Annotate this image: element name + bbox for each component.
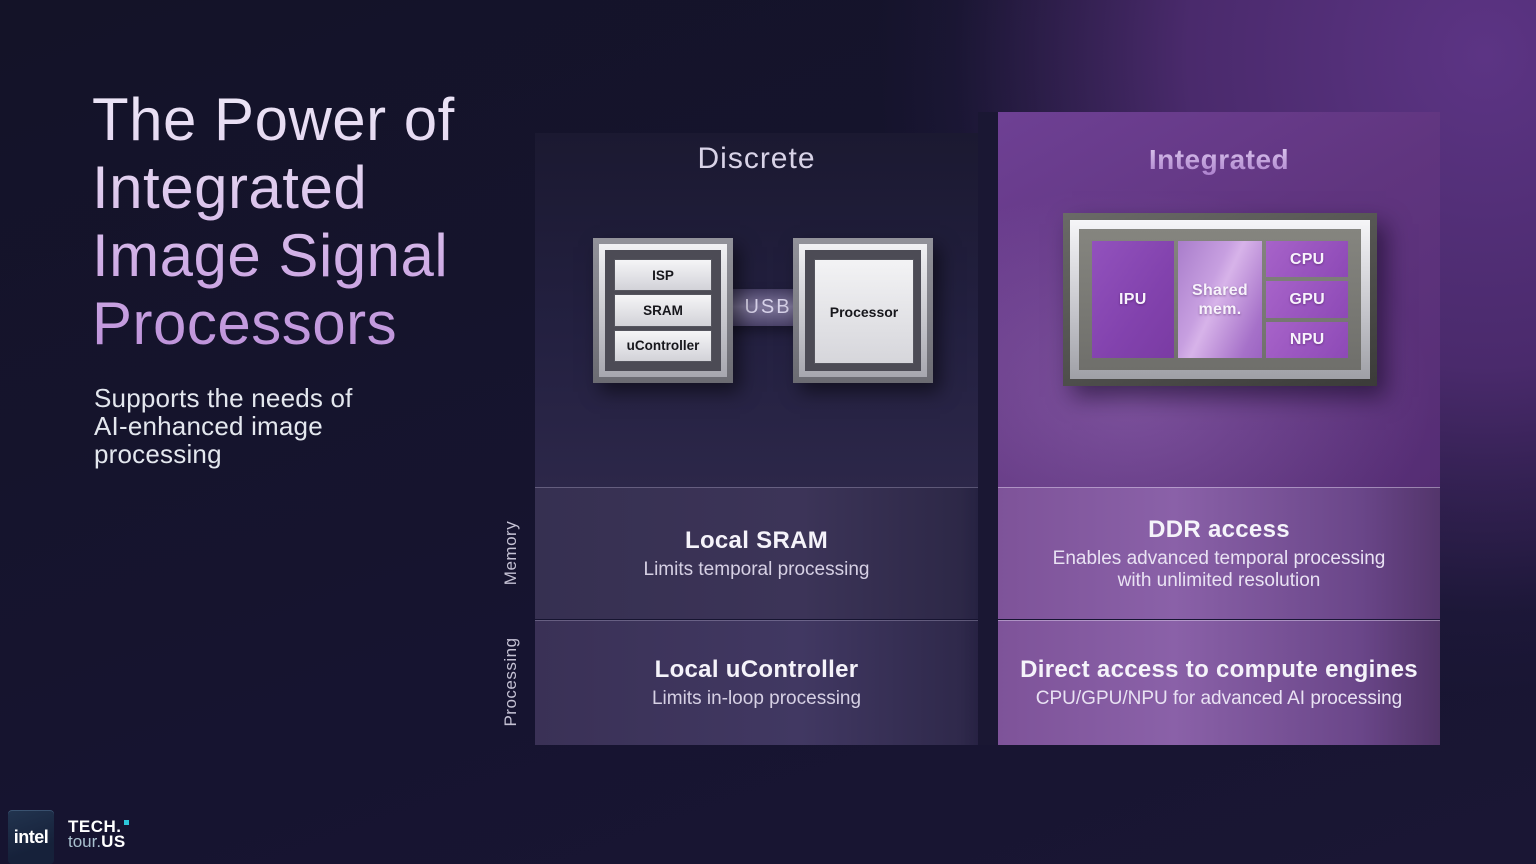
- integrated-processing-title: Direct access to compute engines: [1020, 656, 1418, 683]
- integrated-processing-subtitle: CPU/GPU/NPU for advanced AI processing: [1035, 688, 1403, 709]
- integrated-soc-chip: IPU Shared mem. CPU GPU NPU: [1063, 213, 1377, 386]
- us-text: US: [101, 832, 126, 851]
- subtitle-line-2: AI-enhanced image: [94, 411, 323, 441]
- discrete-processing-subtitle: Limits in-loop processing: [651, 688, 862, 709]
- sram-block: SRAM: [614, 294, 712, 327]
- processor-block: Processor: [814, 259, 914, 364]
- tech-tour-logo: TECH. tour.US: [68, 818, 129, 851]
- shared-mem-line-2: mem.: [1198, 300, 1242, 318]
- discrete-memory-title: Local SRAM: [684, 526, 828, 554]
- chip-inner-frame: Processor: [805, 250, 921, 371]
- discrete-processor-chip: Processor: [793, 238, 933, 383]
- integrated-memory-subtitle-line-1: Enables advanced temporal processing: [1052, 547, 1386, 569]
- intel-logo: intel: [8, 810, 54, 864]
- integrated-heading: Integrated: [998, 144, 1440, 176]
- tech-tour-line-2: tour.US: [68, 832, 129, 851]
- column-divider: [978, 112, 998, 745]
- isp-die: ISP SRAM uController: [614, 259, 712, 362]
- teal-pixel-icon: [123, 820, 129, 825]
- discrete-memory-cell: Local SRAM Limits temporal processing: [535, 487, 978, 619]
- chip-silver-frame: IPU Shared mem. CPU GPU NPU: [1070, 220, 1370, 379]
- row-label-memory: Memory: [501, 520, 520, 586]
- chip-silver-frame: ISP SRAM uController: [599, 244, 727, 377]
- chip-silver-frame: Processor: [799, 244, 927, 377]
- title-line-3: Image Signal: [92, 222, 449, 289]
- npu-block: NPU: [1266, 321, 1348, 358]
- chip-outer-frame: IPU Shared mem. CPU GPU NPU: [1063, 213, 1377, 386]
- soc-die: IPU Shared mem. CPU GPU NPU: [1092, 241, 1348, 358]
- discrete-isp-chip: ISP SRAM uController: [593, 238, 733, 383]
- slide-subtitle: Supports the needs of AI-enhanced image …: [94, 384, 434, 468]
- isp-block: ISP: [614, 259, 712, 292]
- subtitle-line-1: Supports the needs of: [94, 383, 353, 413]
- slide-title: The Power of Integrated Image Signal Pro…: [92, 86, 522, 358]
- title-line-4: Processors: [92, 290, 398, 357]
- chip-inner-frame: ISP SRAM uController: [605, 250, 721, 371]
- integrated-memory-subtitle-line-2: with unlimited resolution: [1117, 569, 1321, 591]
- row-label-processing: Processing: [501, 637, 520, 727]
- gpu-block: GPU: [1266, 281, 1348, 318]
- cpu-block: CPU: [1266, 241, 1348, 278]
- integrated-processing-cell: Direct access to compute engines CPU/GPU…: [998, 620, 1440, 745]
- subtitle-line-3: processing: [94, 439, 222, 469]
- title-line-2: Integrated: [92, 154, 368, 221]
- chip-outer-frame: ISP SRAM uController: [593, 238, 733, 383]
- tech-tour-line-1: TECH.: [68, 818, 129, 835]
- discrete-memory-subtitle: Limits temporal processing: [643, 558, 870, 580]
- ipu-block: IPU: [1092, 241, 1174, 358]
- shared-mem-block: Shared mem.: [1177, 241, 1263, 358]
- discrete-processing-cell: Local uController Limits in-loop process…: [535, 620, 978, 745]
- chip-outer-frame: Processor: [793, 238, 933, 383]
- ucontroller-block: uController: [614, 329, 712, 362]
- discrete-heading: Discrete: [697, 142, 816, 175]
- tour-text: tour.: [68, 832, 102, 851]
- title-line-1: The Power of: [92, 86, 455, 153]
- integrated-memory-title: DDR access: [1148, 515, 1290, 543]
- shared-mem-line-1: Shared: [1191, 281, 1249, 299]
- integrated-memory-cell: DDR access Enables advanced temporal pro…: [998, 487, 1440, 619]
- chip-inner-frame: IPU Shared mem. CPU GPU NPU: [1079, 229, 1361, 370]
- intel-logo-text: intel: [13, 826, 49, 847]
- compute-column: CPU GPU NPU: [1266, 241, 1348, 358]
- integrated-memory-subtitle: Enables advanced temporal processing wit…: [1053, 548, 1386, 592]
- discrete-processing-title: Local uController: [654, 656, 859, 683]
